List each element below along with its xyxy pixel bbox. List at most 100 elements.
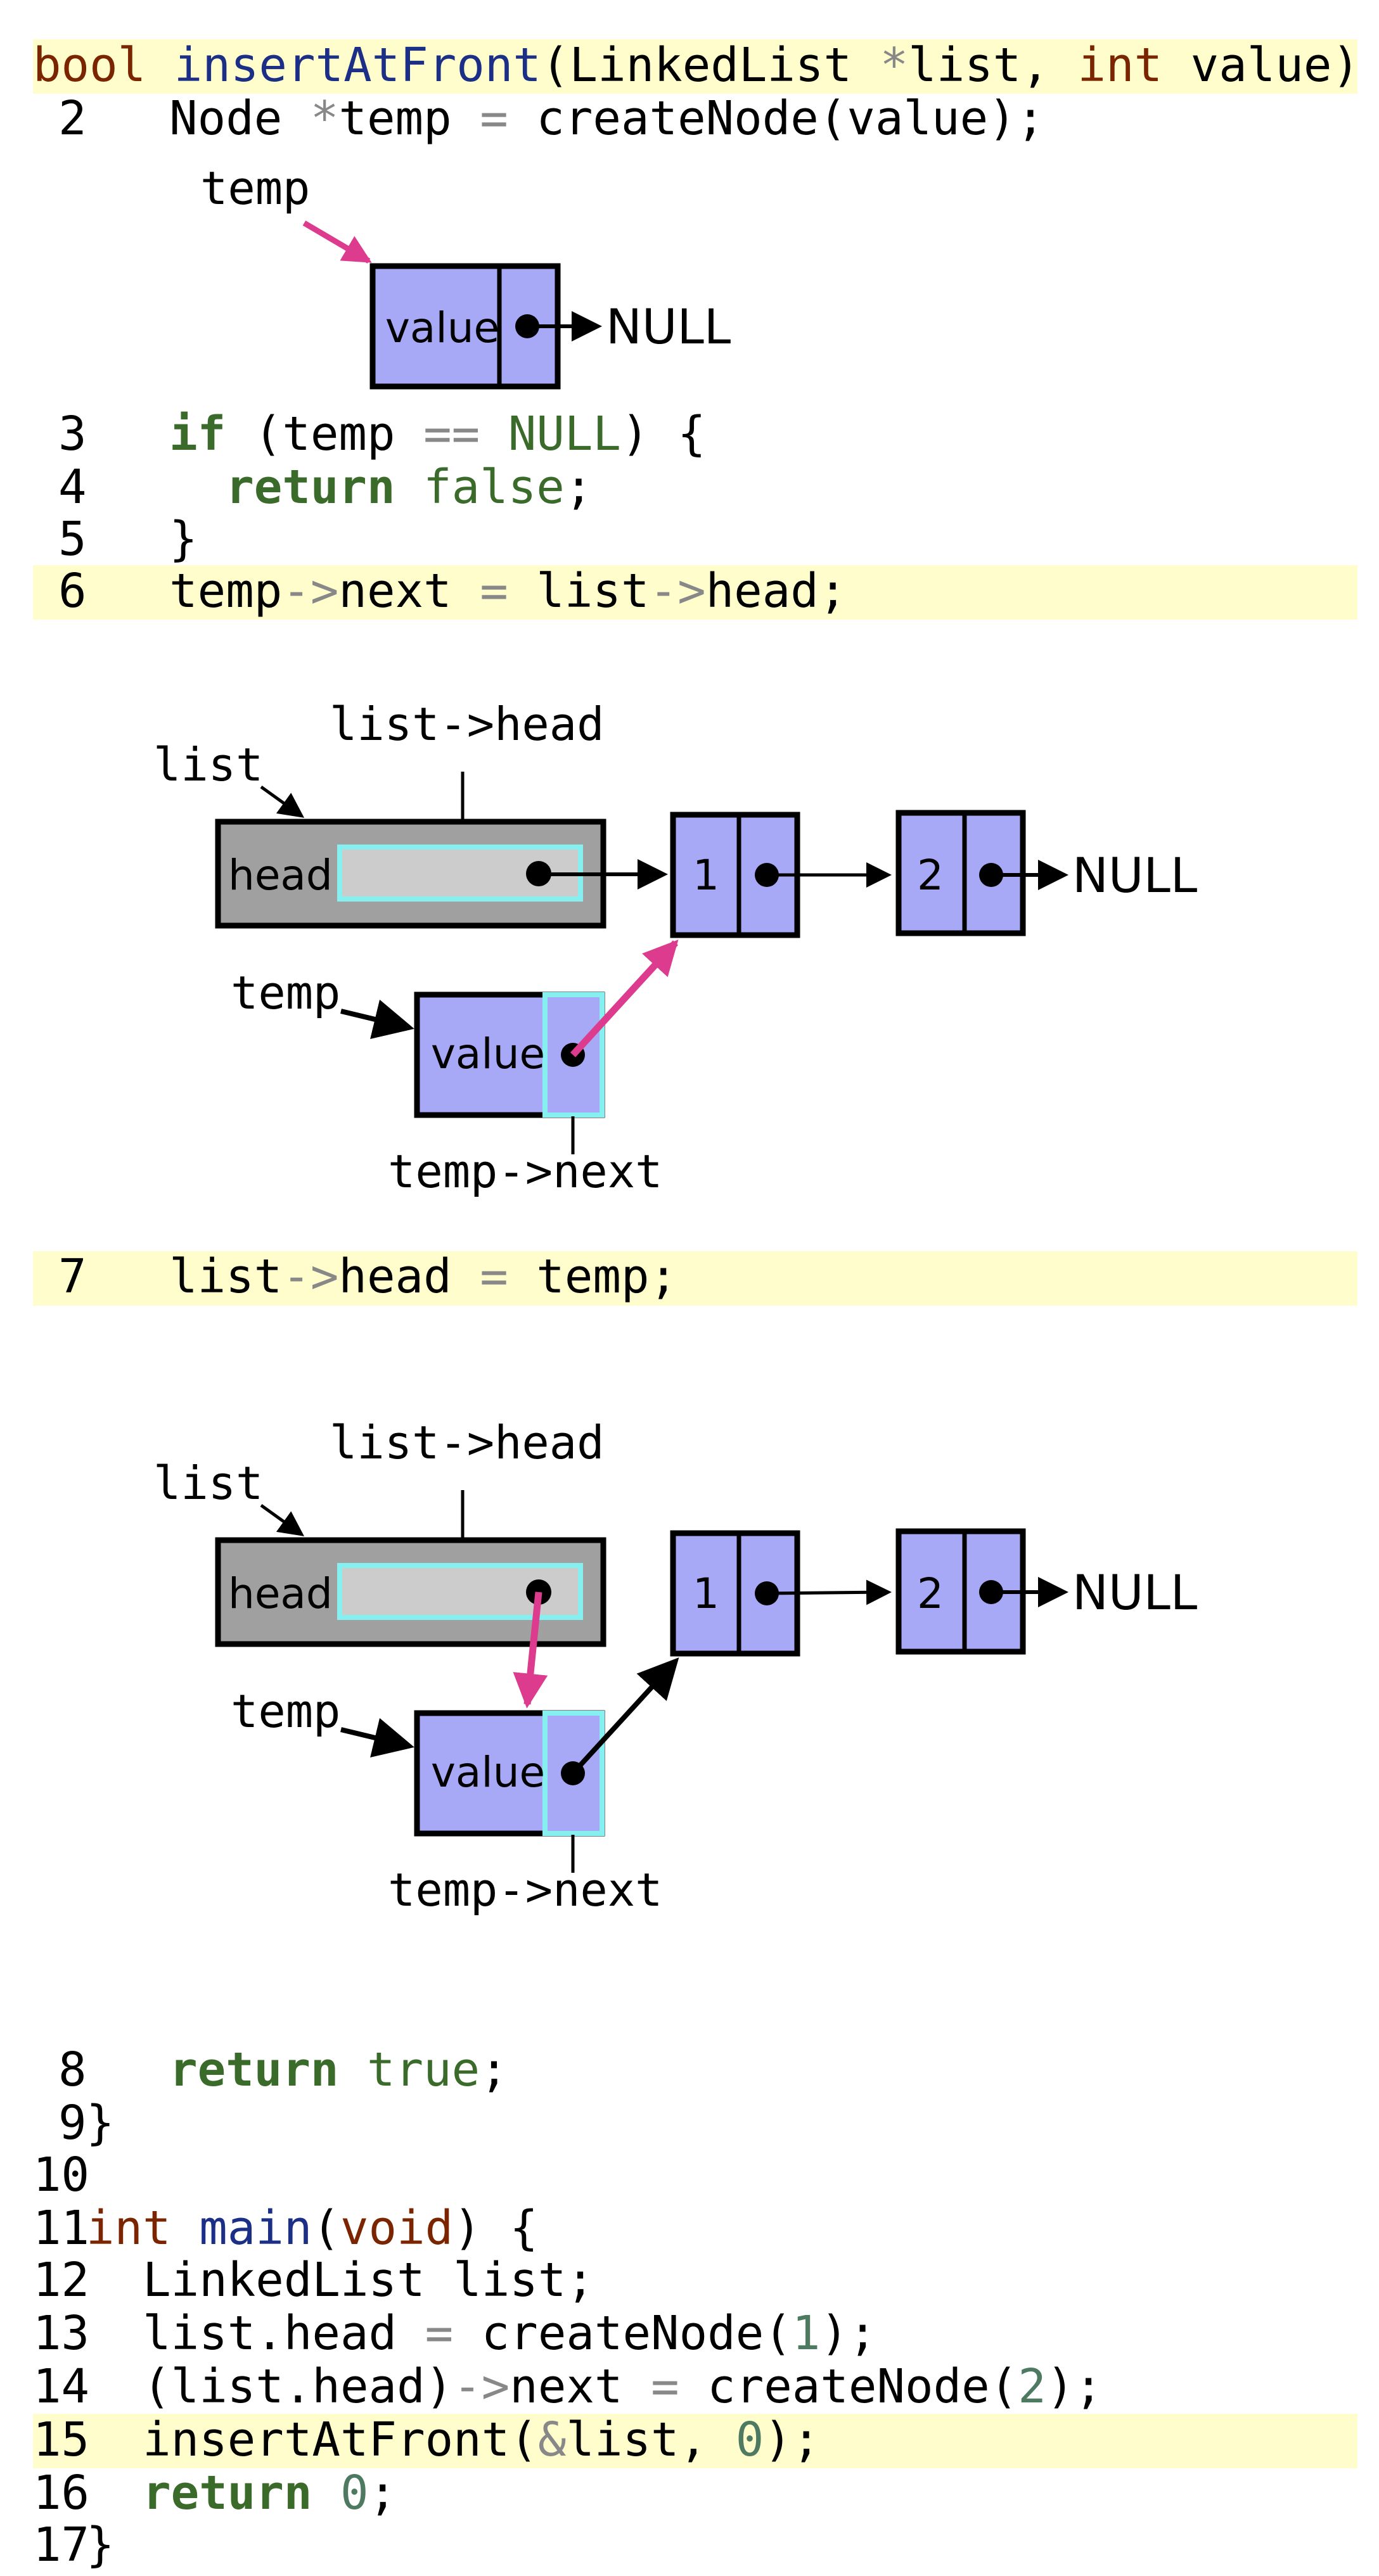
code-token [312,2466,340,2520]
code-token: temp; [508,1249,677,1304]
code-line: 14 (list.head)->next = createNode(2); [33,2359,1103,2414]
line-code: (list.head)->next = createNode(2); [86,2359,1103,2414]
code-token: main [199,2201,312,2255]
code-token: int [86,2201,171,2255]
line-number: 2 [58,91,87,146]
diagram-after-update-head: list list->head head 1 2 NULL temp [153,1416,1197,1916]
list-pointer-arrow [260,785,305,818]
code-token: -> [650,564,706,618]
node-2: 2 [895,810,1026,936]
list-label: list [153,1457,263,1510]
new-node: value [369,263,561,390]
line-number: 12 [33,2253,89,2307]
code-token: createNode(value); [508,91,1044,146]
list-head-label: list->head [330,698,604,751]
temp-pointer-arrow [340,1718,414,1758]
code-token: & [538,2413,567,2467]
code-token: } [86,2518,115,2572]
code-token: (LinkedList [541,38,880,92]
head-field-label: head [228,1569,333,1618]
temp-pointer-label: temp [200,162,310,215]
node-value: 2 [917,1569,944,1618]
diagram-after-link-next: list list->head head 1 2 NULL temp [153,698,1197,1198]
code-token: 0 [736,2413,764,2467]
code-token [86,2466,143,2520]
code-token: insertAtFront( [86,2413,538,2467]
highlight-line-15 [33,2414,1357,2468]
code-token: == [423,407,480,461]
line-code: list->head = temp; [113,1249,677,1304]
code-token: false [423,460,565,514]
code-token: list, [566,2413,735,2467]
temp-pointer-label: temp [231,966,340,1019]
code-token: return [143,2466,312,2520]
code-token [171,2201,200,2255]
line-code: list.head = createNode(1); [86,2306,876,2361]
code-token: ; [480,2043,508,2097]
highlight-line-7 [33,1251,1357,1306]
code-token: 1 [792,2306,821,2361]
code-token: bool [33,38,146,92]
line-number: 13 [33,2306,89,2361]
code-line: 2 Node *temp = createNode(value); [58,91,1044,146]
line-number: 14 [33,2359,89,2414]
code-token: list [113,1249,282,1304]
code-token: -> [282,564,338,618]
code-token [113,407,169,461]
code-token: ) { [621,407,706,461]
code-line: 5 } [58,512,198,566]
code-token: = [480,564,508,618]
code-line: 10 [33,2148,89,2202]
code-token: = [480,1249,508,1304]
diagram-after-create-node: temp value NULL [200,162,731,390]
code-token: ( [312,2201,340,2255]
highlight-line-6 [33,565,1357,620]
line-number: 15 [33,2413,89,2467]
line-number: 10 [33,2148,89,2202]
code-token: head [338,1249,480,1304]
code-token: list.head [86,2306,425,2361]
code-token: LinkedList list; [86,2253,594,2307]
code-token: next [338,564,480,618]
code-token: next [510,2359,651,2414]
line-code: if (temp == NULL) { [113,407,706,461]
code-token: ); [764,2413,820,2467]
code-line: 3 if (temp == NULL) { [58,407,706,461]
line-number: 5 [58,512,87,566]
line-number: 17 [33,2518,89,2572]
code-token: ); [1046,2359,1103,2414]
code-token: createNode( [453,2306,792,2361]
code-token: return [169,2043,338,2097]
node-value: 1 [693,851,719,900]
code-line: 7 list->head = temp; [58,1249,677,1304]
code-token: (list.head) [86,2359,453,2414]
null-label: NULL [1072,847,1197,903]
temp-next-label: temp->next [388,1863,662,1916]
code-line: 12 LinkedList list; [33,2253,594,2307]
node1-to-node2-arrow [766,1579,892,1605]
list-label: list [153,738,263,791]
new-node: value [414,992,605,1118]
code-token: ) { [453,2201,538,2255]
null-label: NULL [606,298,731,355]
code-token: insertAtFront [174,38,541,92]
code-line: 9} [58,2096,115,2150]
code-token: temp [113,564,282,618]
line-code: return false; [113,460,593,514]
code-token [480,407,508,461]
code-line: 16 return 0; [33,2466,397,2520]
code-line: 13 list.head = createNode(1); [33,2306,876,2361]
node-value: value [431,1030,545,1078]
code-token: = [425,2306,454,2361]
line-number: 7 [58,1249,87,1304]
code-token: * [880,38,909,92]
head-field-label: head [228,851,333,900]
code-token: * [311,91,339,146]
code-token: -> [453,2359,510,2414]
node-2: 2 [895,1528,1026,1655]
line-code: return 0; [86,2466,397,2520]
code-line: 15 insertAtFront(&list, 0); [33,2413,820,2467]
code-token [338,2043,367,2097]
